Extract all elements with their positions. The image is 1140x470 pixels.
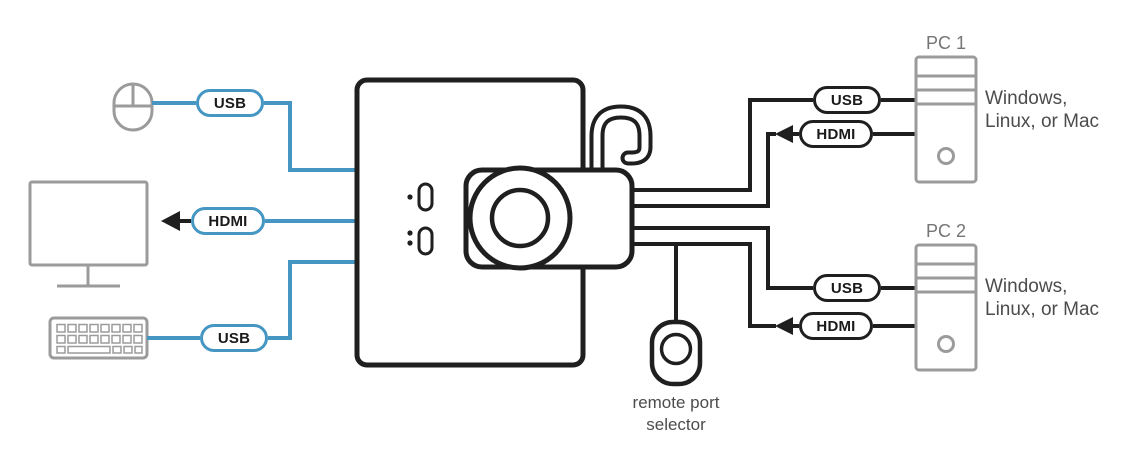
cable-pc1-usb bbox=[630, 98, 916, 192]
pc1-os-line2: Linux, or Mac bbox=[985, 111, 1100, 132]
keyboard-usb-label: USB bbox=[200, 324, 268, 352]
pc1-hdmi-arrowhead-icon bbox=[775, 125, 793, 143]
remote-label-line1: remote port bbox=[632, 393, 720, 412]
pc1-title: PC 1 bbox=[925, 33, 967, 53]
pc2-usb-label: USB bbox=[813, 274, 881, 302]
cable-hook-icon bbox=[589, 104, 653, 192]
pc1-os-text: Windows, Linux, or Mac bbox=[985, 87, 1099, 133]
monitor-arrowhead-icon bbox=[161, 211, 180, 231]
port-2-indicator-icon bbox=[407, 226, 434, 256]
pc2-os-line2: Linux, or Mac bbox=[985, 299, 1100, 320]
mouse-icon bbox=[112, 82, 154, 132]
keyboard-icon bbox=[48, 316, 149, 360]
mouse-usb-label: USB bbox=[196, 89, 264, 117]
monitor-hdmi-label: HDMI bbox=[191, 207, 265, 235]
cable-pc2-hdmi bbox=[630, 242, 916, 335]
remote-selector-button-face bbox=[659, 332, 693, 366]
cable-spool-inner bbox=[489, 187, 551, 249]
pc2-tower-icon bbox=[914, 243, 978, 372]
pc1-usb-label: USB bbox=[813, 86, 881, 114]
kvm-switch-body bbox=[354, 77, 653, 368]
pc1-tower-icon bbox=[914, 55, 978, 184]
cable-mouse-usb bbox=[152, 101, 357, 172]
pc2-hdmi-label: HDMI bbox=[799, 312, 873, 340]
cable-pc1-hdmi bbox=[630, 125, 916, 208]
remote-label-line2: selector bbox=[646, 415, 706, 434]
cable-keyboard-usb bbox=[147, 260, 357, 340]
remote-port-selector-label: remote port selector bbox=[606, 392, 746, 436]
cable-pc2-usb bbox=[630, 226, 916, 290]
remote-port-selector bbox=[649, 244, 703, 387]
pc1-os-line1: Windows, bbox=[985, 88, 1068, 109]
cable-monitor-hdmi bbox=[161, 211, 357, 231]
pc1-hdmi-label: HDMI bbox=[799, 120, 873, 148]
pc2-hdmi-arrowhead-icon bbox=[775, 317, 793, 335]
pc2-title: PC 2 bbox=[925, 221, 967, 241]
monitor-icon bbox=[28, 180, 149, 288]
pc2-os-text: Windows, Linux, or Mac bbox=[985, 275, 1099, 321]
port-1-indicator-icon bbox=[407, 182, 434, 212]
pc2-os-line1: Windows, bbox=[985, 276, 1068, 297]
